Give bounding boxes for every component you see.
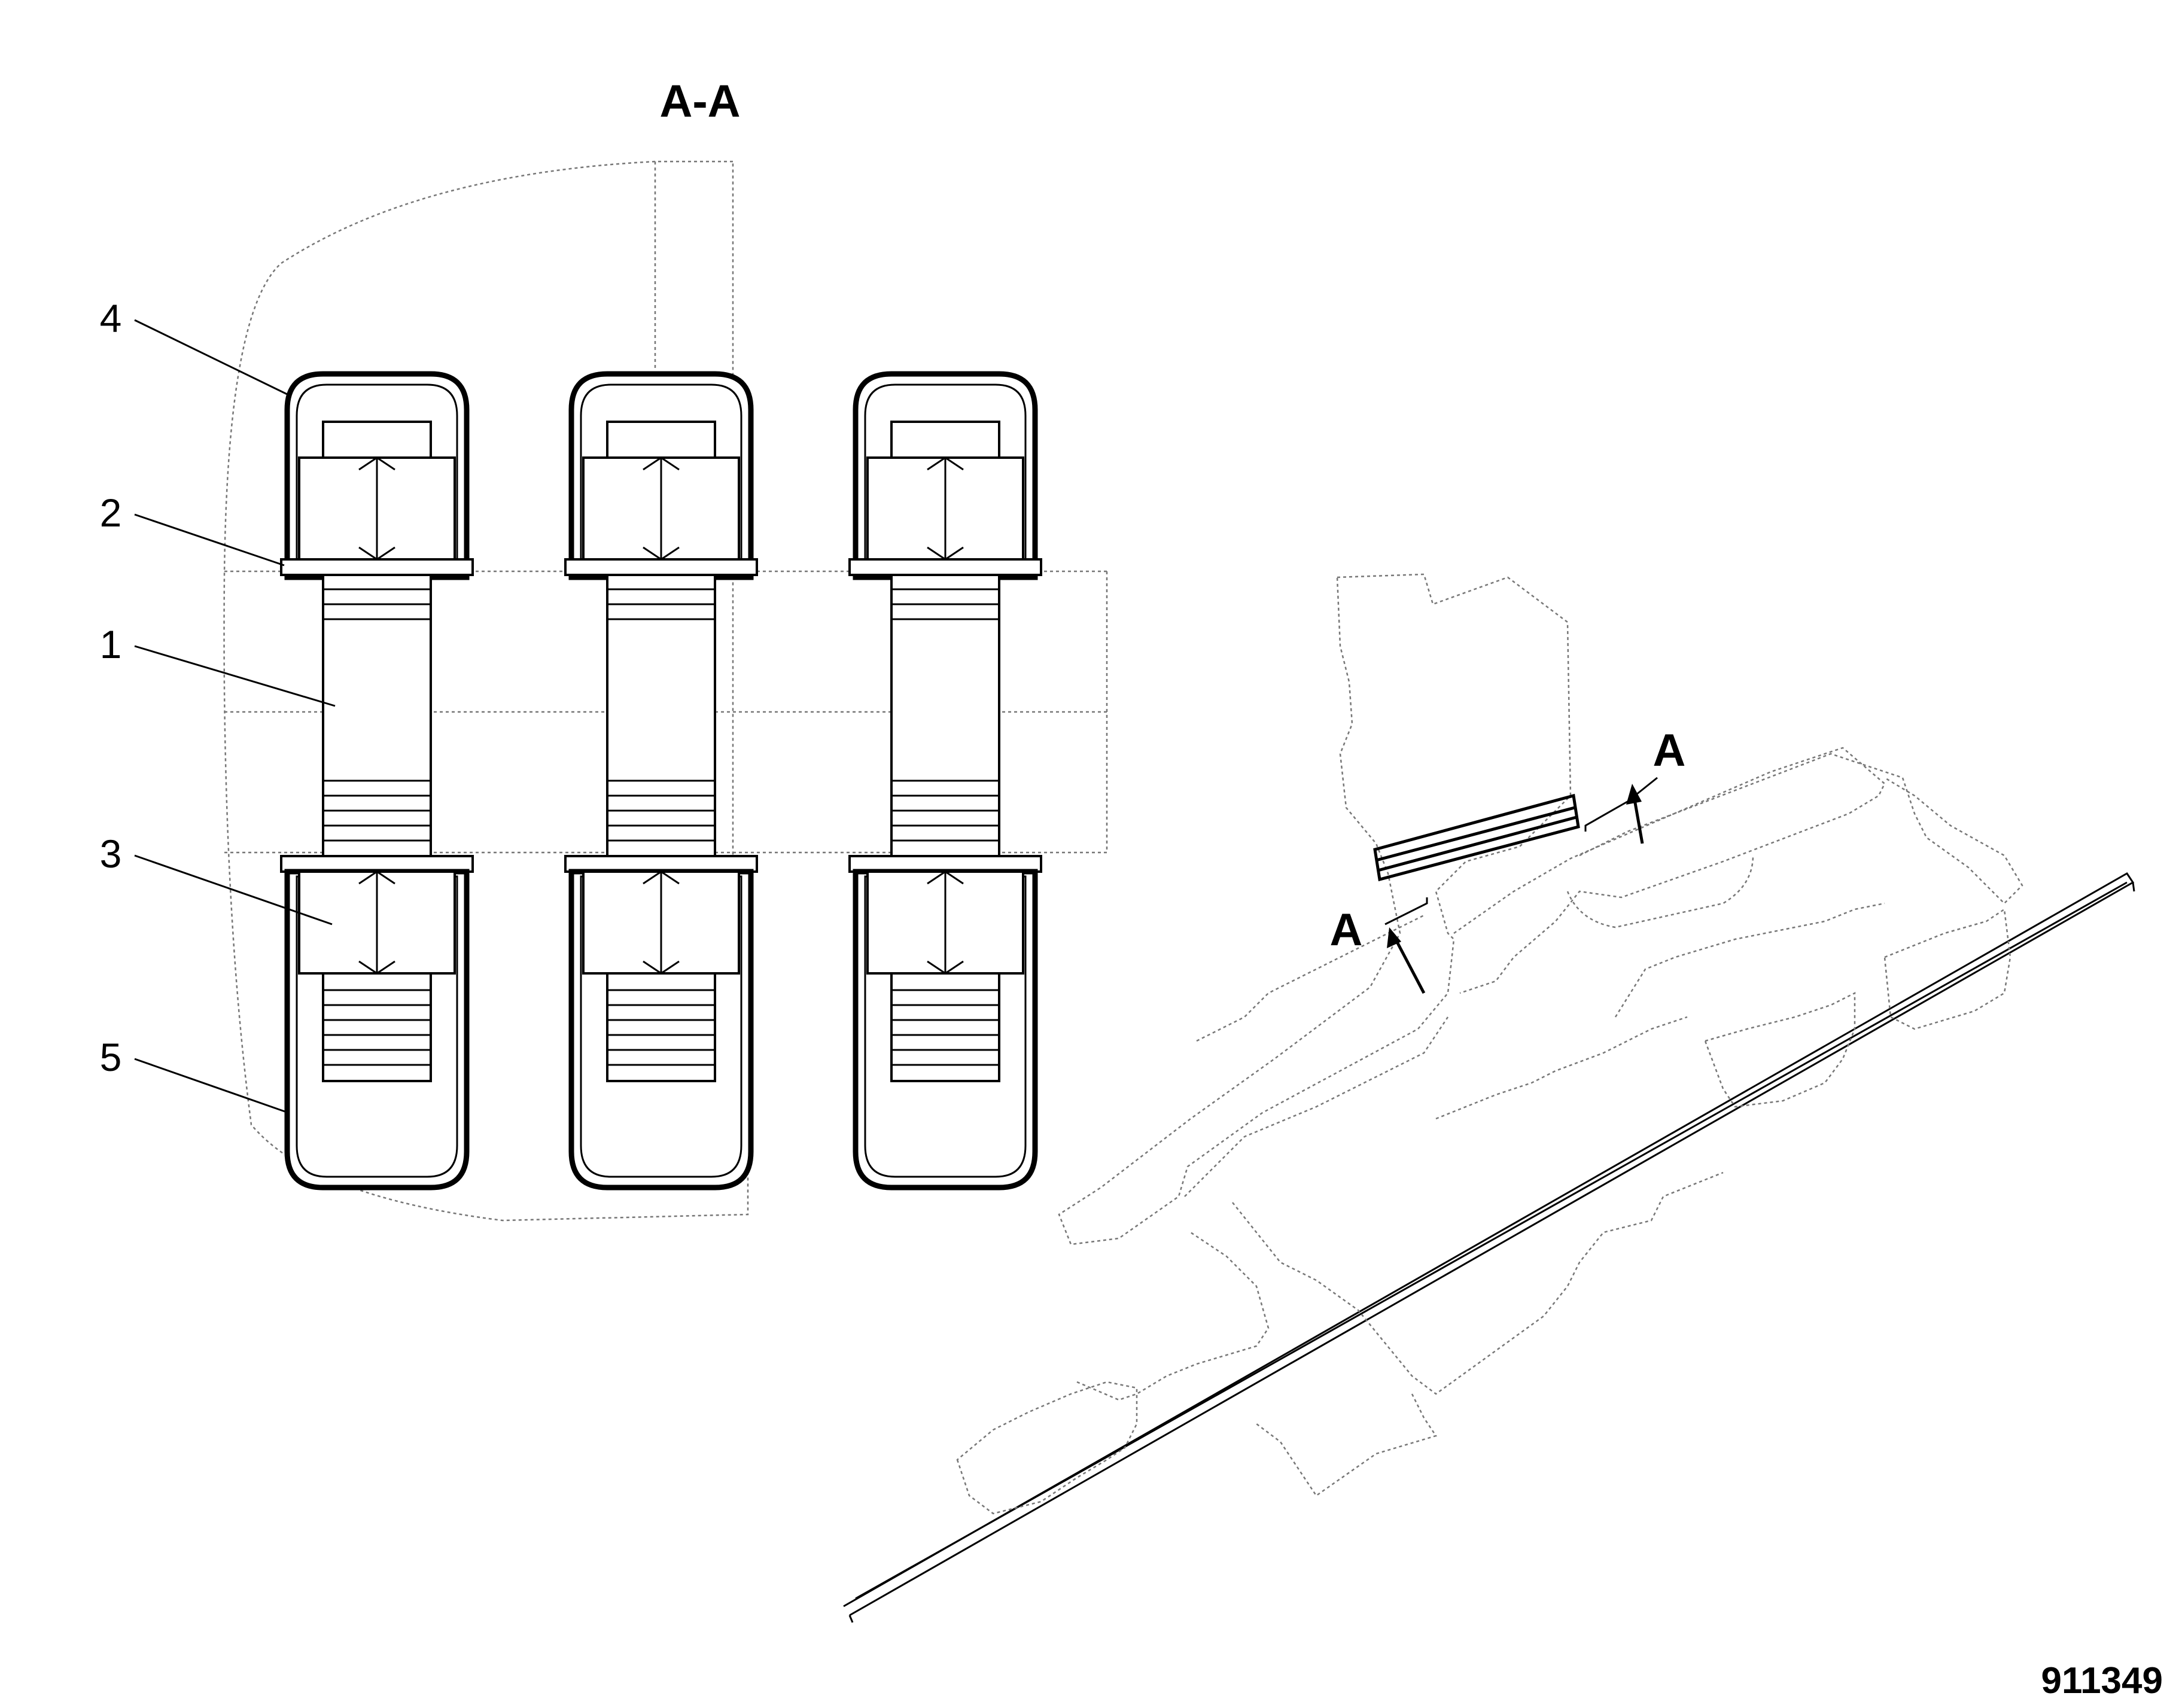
leader-2 (134, 513, 285, 567)
section-marker-lower: A (1330, 905, 1363, 955)
leader-1 (134, 645, 336, 707)
callout-number-2: 2 (100, 491, 122, 535)
section-title: A-A (659, 76, 740, 127)
bolt-assembly-right (850, 374, 1041, 1188)
leader-4 (134, 319, 289, 396)
bolt-assembly-middle (565, 374, 757, 1188)
callout-number-3: 3 (100, 832, 122, 876)
rail (843, 872, 2135, 1616)
callout-number-4: 4 (100, 296, 122, 340)
leader-3 (134, 854, 333, 925)
section-marker-upper: A (1653, 725, 1686, 776)
section-view: A-A 4 2 1 3 5 (100, 76, 1108, 1222)
bolt-assembly-left (281, 374, 473, 1188)
leader-5 (134, 1058, 289, 1114)
isometric-overview: A A (843, 573, 2135, 1623)
section-arrow-lower (1392, 935, 1426, 994)
callout-number-1: 1 (100, 622, 122, 666)
figure-id: 911349 (2041, 1660, 2163, 1701)
bolt-row (1373, 793, 1580, 882)
callout-number-5: 5 (100, 1035, 122, 1079)
